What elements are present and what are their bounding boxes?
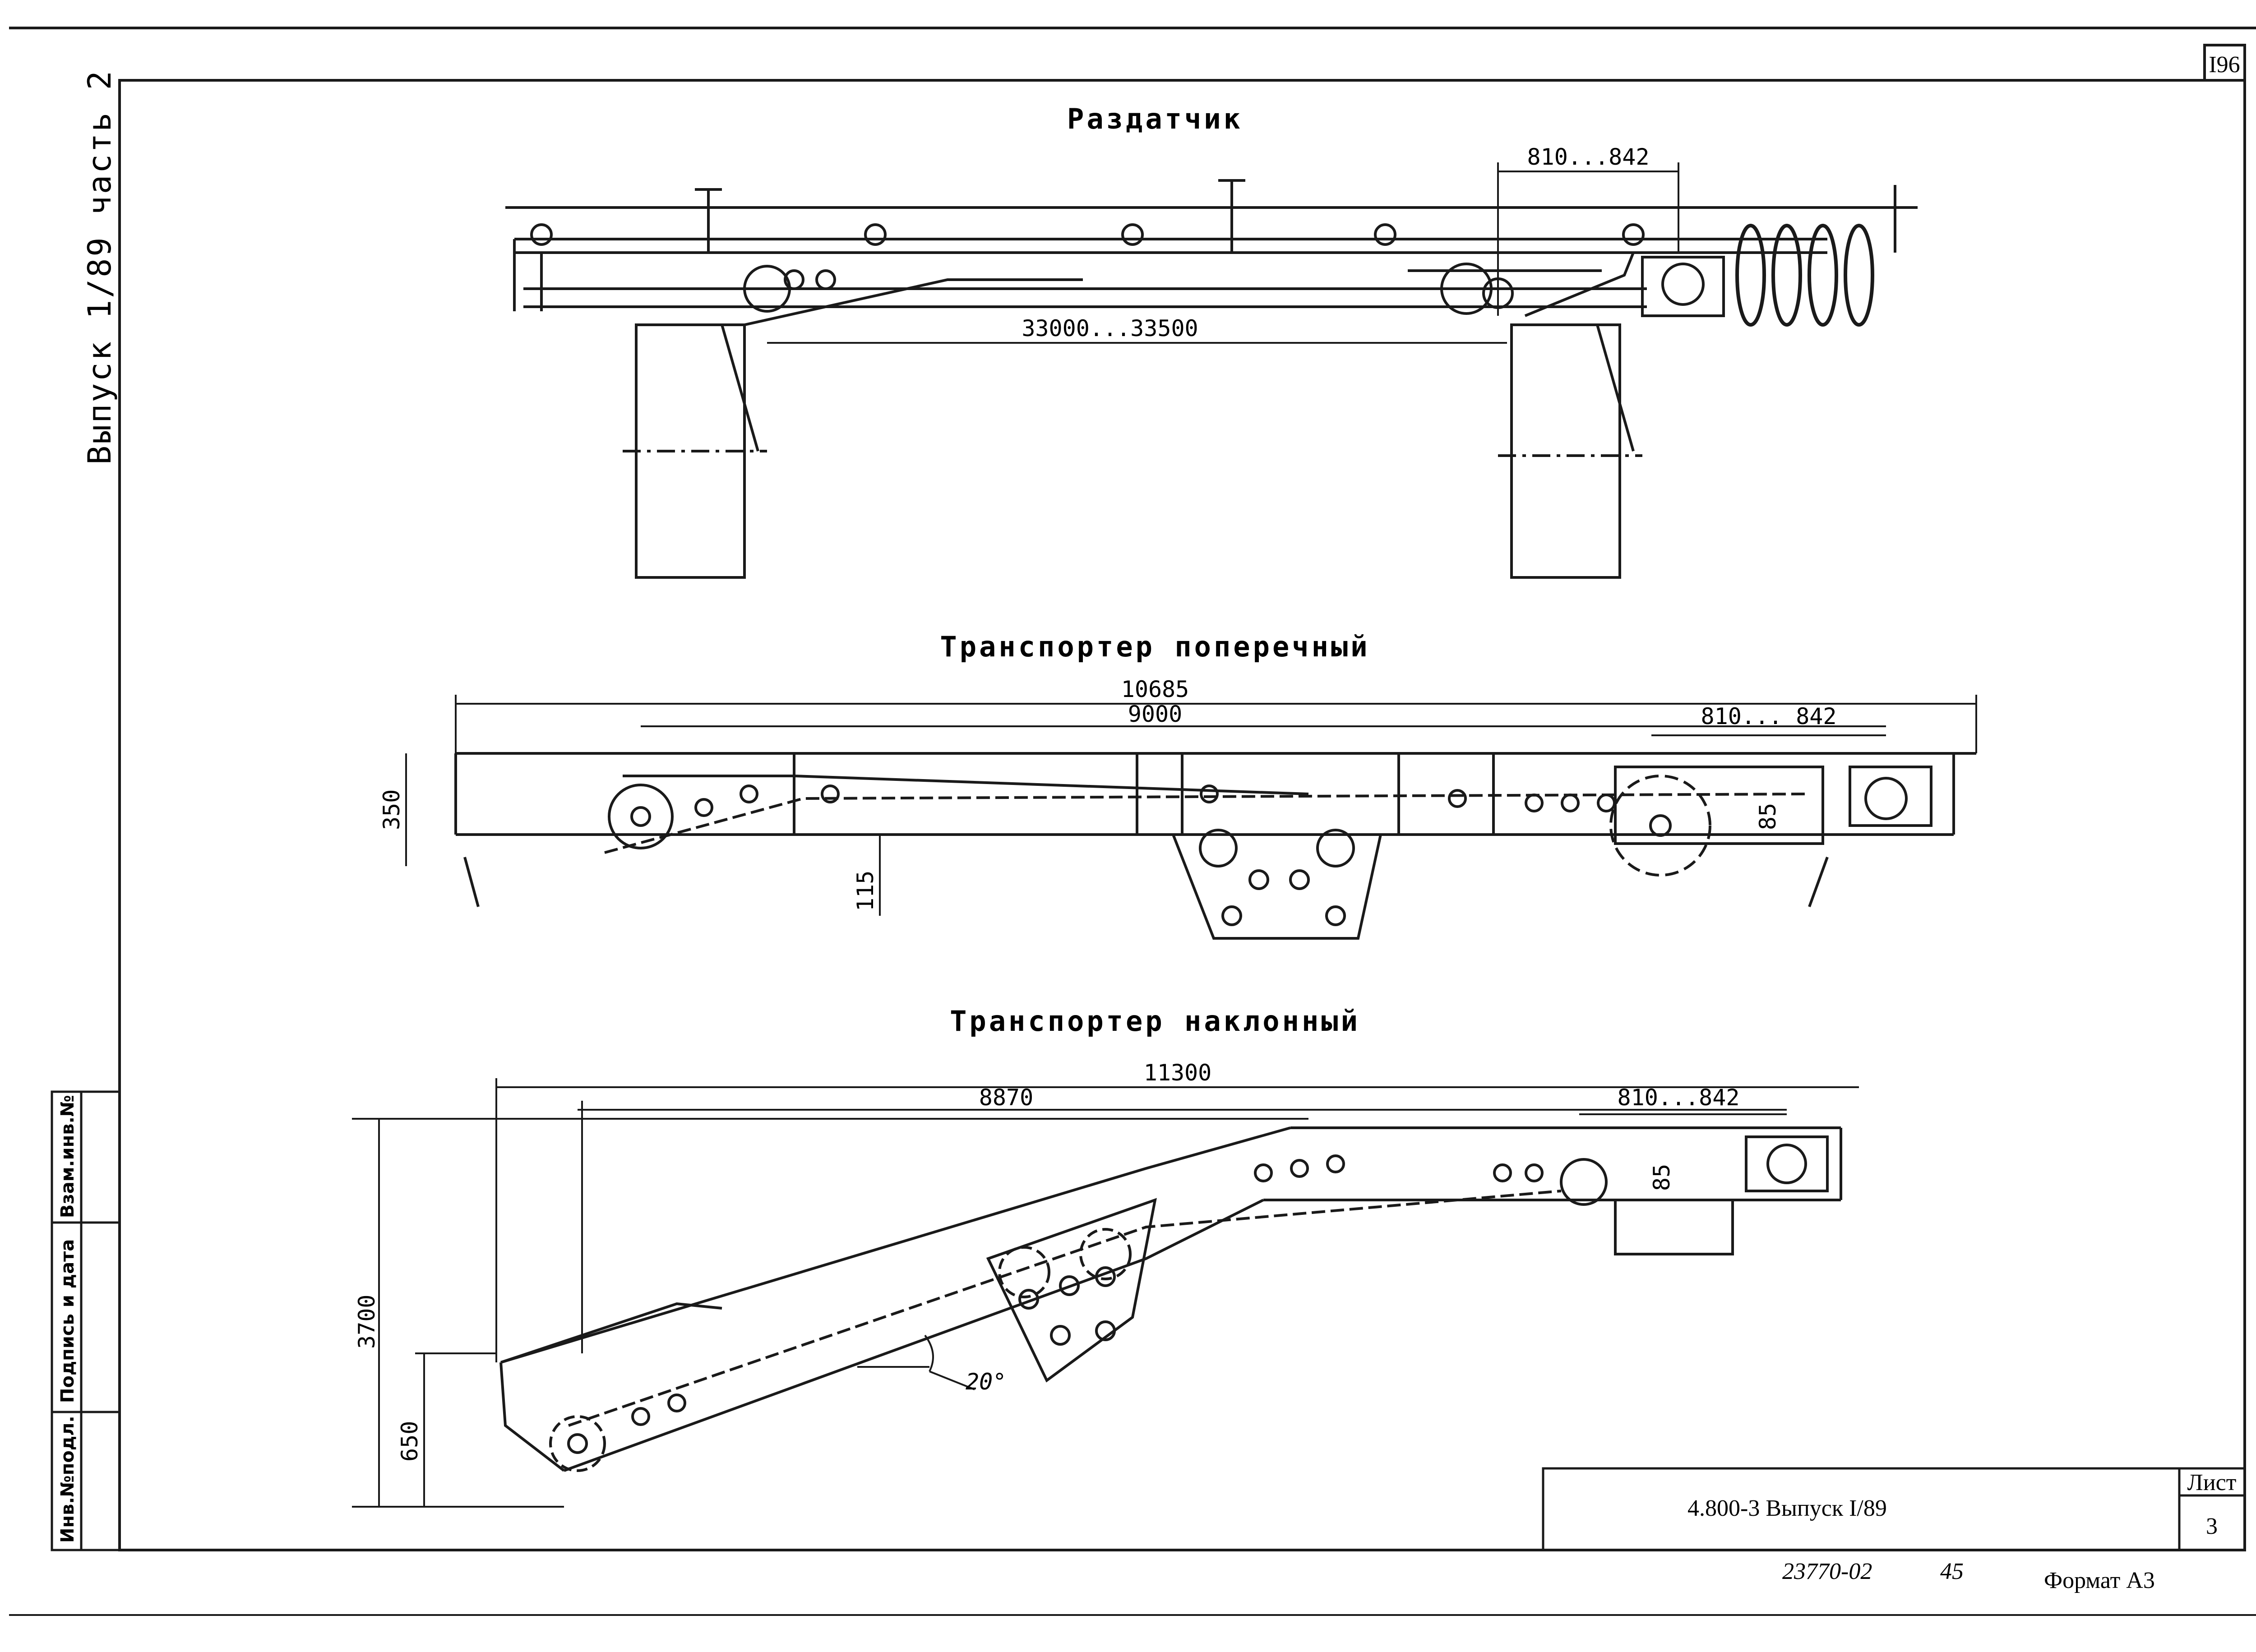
stamp-signature-date: Подпись и дата [57,1239,78,1403]
format-label: Формат А3 [2044,1568,2155,1593]
inclined-dim-small: 85 [1649,1164,1675,1191]
distributor-title: Раздатчик [1067,102,1243,135]
inclined-dim-total: 11300 [1144,1060,1212,1086]
stamp-boxes [51,1090,121,1551]
transverse-dim-height: 350 [379,789,405,830]
page-number: I96 [2209,52,2240,78]
bottom-copy: 45 [1940,1559,1964,1584]
bottom-number: 23770-02 [1782,1559,1872,1584]
inclined-dim-low: 650 [397,1421,423,1462]
inclined-title: Транспортер наклонный [950,1005,1360,1038]
inclined-drawing [352,1078,1859,1508]
sheet-frame [9,27,2256,1616]
transverse-dim-low: 115 [852,871,878,911]
inclined-angle: 20° [966,1369,1006,1395]
distributor-dim-top: 810...842 [1527,144,1650,170]
inclined-dim-inner: 8870 [979,1084,1033,1111]
transverse-title: Транспортер поперечный [940,630,1370,663]
distributor-drawing [505,162,1918,579]
stamp-inv-podl: Инв.№подл. [57,1416,78,1543]
doc-code: 4.800-3 Выпуск I/89 [1687,1495,1887,1521]
sheet-label: Лист [2187,1470,2237,1495]
transverse-dim-drive: 810... 842 [1701,703,1836,729]
vertical-title: Выпуск 1/89 часть 2 [81,69,118,465]
transverse-dim-inner: 9000 [1128,701,1182,727]
transverse-drawing [405,695,1977,940]
stamp-vzam-inv: Взам.инв.№ [57,1095,78,1218]
transverse-dim-small: 85 [1755,803,1781,830]
title-block [1542,1467,2246,1551]
transverse-dim-total: 10685 [1121,676,1189,702]
sheet-number: 3 [2206,1514,2218,1539]
inclined-dim-height: 3700 [354,1295,380,1349]
inclined-dim-drive: 810...842 [1618,1084,1740,1111]
distributor-dim-span: 33000...33500 [1022,315,1198,341]
